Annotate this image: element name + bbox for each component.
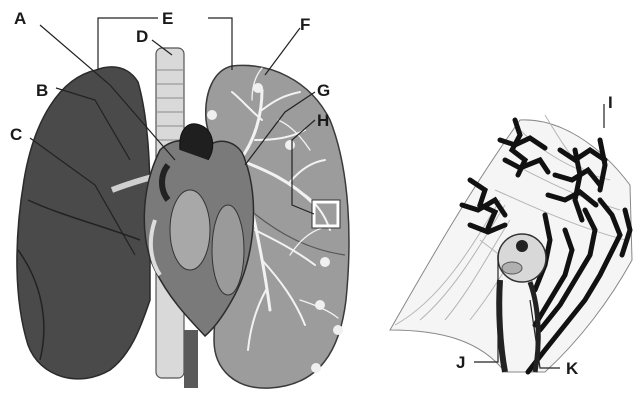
label-b: B — [36, 81, 48, 100]
label-k: K — [566, 359, 579, 378]
right-lung — [17, 67, 150, 379]
label-f: F — [300, 15, 310, 34]
label-c: C — [10, 125, 22, 144]
label-a: A — [14, 9, 26, 28]
label-g: G — [317, 81, 330, 100]
lungs-and-heart-illustration — [17, 48, 349, 388]
label-j: J — [456, 353, 465, 372]
label-i: I — [608, 93, 613, 112]
label-h: H — [317, 111, 329, 130]
alveolus-detail — [390, 115, 632, 372]
label-e: E — [162, 9, 173, 28]
label-d: D — [136, 27, 148, 46]
